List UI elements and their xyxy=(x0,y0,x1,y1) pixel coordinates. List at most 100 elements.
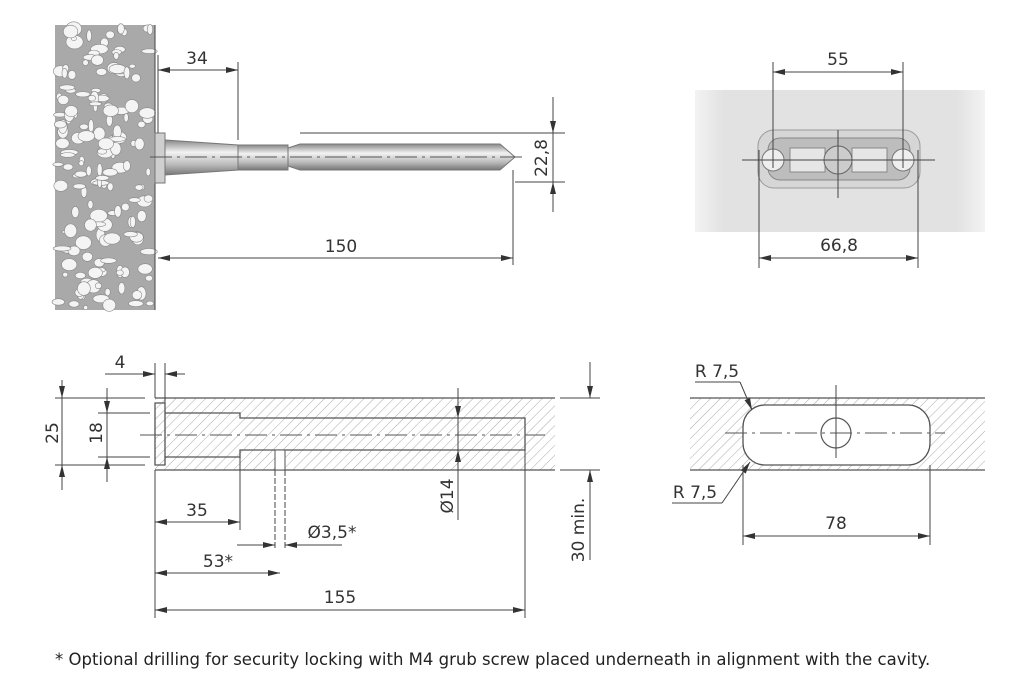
aggregate-stone xyxy=(75,235,92,250)
aggregate-stone xyxy=(61,258,78,271)
aggregate-stone xyxy=(128,63,136,69)
dim-diameter: 22,8 xyxy=(532,139,552,177)
aggregate-stone xyxy=(137,263,153,275)
aggregate-stone xyxy=(122,160,131,172)
dim-min-thickness: 30 min. xyxy=(569,498,589,563)
aggregate-stone xyxy=(55,137,70,149)
aggregate-stone xyxy=(88,119,94,133)
wall-aggregate-texture xyxy=(51,21,158,312)
drill-hole xyxy=(274,449,286,471)
aggregate-stone xyxy=(84,218,97,232)
hatched-material xyxy=(155,398,555,470)
aggregate-stone xyxy=(53,180,69,192)
aggregate-stone xyxy=(134,137,145,151)
aggregate-stone xyxy=(96,163,103,177)
dim-hole-spacing: 55 xyxy=(827,50,849,70)
aggregate-stone xyxy=(82,59,89,66)
aggregate-stone xyxy=(145,300,154,307)
aggregate-stone xyxy=(139,248,158,256)
aggregate-stone xyxy=(147,23,153,35)
dim-outer: 25 xyxy=(43,422,63,444)
aggregate-stone xyxy=(62,272,69,278)
aggregate-stone xyxy=(62,163,74,171)
aggregate-stone xyxy=(61,67,68,79)
aggregate-stone xyxy=(114,205,122,218)
aggregate-stone xyxy=(53,120,67,129)
section-view-bore: 4 25 18 35 Ø3,5* 53* 155 Ø14 xyxy=(43,353,600,618)
aggregate-stone xyxy=(121,202,130,212)
aggregate-stone xyxy=(100,257,117,264)
aggregate-stone xyxy=(74,170,88,178)
aggregate-stone xyxy=(74,272,87,280)
aggregate-stone xyxy=(117,23,125,35)
dim-flange: 4 xyxy=(115,353,126,373)
aggregate-stone xyxy=(102,168,118,177)
aggregate-stone xyxy=(88,101,102,107)
aggregate-stone xyxy=(59,84,75,91)
aggregate-stone xyxy=(94,282,102,290)
aggregate-stone xyxy=(52,245,72,252)
aggregate-stone xyxy=(78,160,85,167)
dim-length: 150 xyxy=(325,237,357,257)
aggregate-stone xyxy=(75,91,91,98)
aggregate-stone xyxy=(105,30,115,39)
aggregate-stone xyxy=(137,120,146,128)
aggregate-stone xyxy=(128,197,141,203)
aggregate-stone xyxy=(71,206,80,219)
aggregate-stone xyxy=(91,54,104,66)
aggregate-stone xyxy=(102,104,119,117)
front-view-plate: 55 66,8 xyxy=(695,50,985,268)
aggregate-stone xyxy=(131,290,143,300)
aggregate-stone xyxy=(118,282,126,295)
aggregate-stone xyxy=(145,167,151,177)
aggregate-stone xyxy=(51,298,66,306)
radius-bottom: R 7,5 xyxy=(673,483,717,503)
aggregate-stone xyxy=(131,73,141,83)
dim-counterbore: 35 xyxy=(186,501,208,521)
aggregate-stone xyxy=(52,162,64,167)
aggregate-stone xyxy=(72,183,86,190)
aggregate-stone xyxy=(124,99,139,114)
aggregate-stone xyxy=(123,231,138,238)
aggregate-stone xyxy=(64,223,78,238)
aggregate-stone xyxy=(136,210,147,223)
aggregate-stone xyxy=(104,288,111,297)
aggregate-stone xyxy=(145,274,153,282)
dim-slot-length: 78 xyxy=(825,514,847,534)
aggregate-stone xyxy=(143,194,154,203)
aggregate-stone xyxy=(95,175,110,181)
aggregate-stone xyxy=(128,300,144,307)
dim-bore: Ø14 xyxy=(438,478,458,513)
aggregate-stone xyxy=(68,300,80,308)
dim-depth: 34 xyxy=(186,49,208,69)
footnote: * Optional drilling for security locking… xyxy=(55,650,930,669)
dim-drill-position: 53* xyxy=(203,552,233,572)
aggregate-stone xyxy=(79,123,89,130)
aggregate-stone xyxy=(87,199,94,210)
mounting-flange xyxy=(154,132,166,184)
aggregate-stone xyxy=(87,266,103,279)
aggregate-stone xyxy=(138,107,156,119)
aggregate-stone xyxy=(83,305,89,311)
aggregate-stone xyxy=(103,232,121,245)
aggregate-stone xyxy=(95,67,108,76)
dim-drill-diameter: Ø3,5* xyxy=(308,523,357,543)
aggregate-stone xyxy=(81,251,93,262)
aggregate-stone xyxy=(98,137,114,150)
aggregate-stone xyxy=(85,165,92,177)
aggregate-stone xyxy=(77,281,91,296)
dim-total-depth: 155 xyxy=(324,588,356,608)
aggregate-stone xyxy=(107,182,114,192)
radius-top: R 7,5 xyxy=(695,362,739,382)
aggregate-stone xyxy=(134,184,144,191)
dim-inner: 18 xyxy=(87,422,107,444)
aggregate-stone xyxy=(60,152,76,158)
aggregate-stone xyxy=(113,52,120,60)
aggregate-stone xyxy=(141,48,158,54)
aggregate-stone xyxy=(64,105,78,118)
aggregate-stone xyxy=(86,29,92,42)
aggregate-stone xyxy=(115,269,124,276)
side-view-installed: 34 22,8 150 xyxy=(51,21,565,312)
aggregate-stone xyxy=(108,64,127,74)
